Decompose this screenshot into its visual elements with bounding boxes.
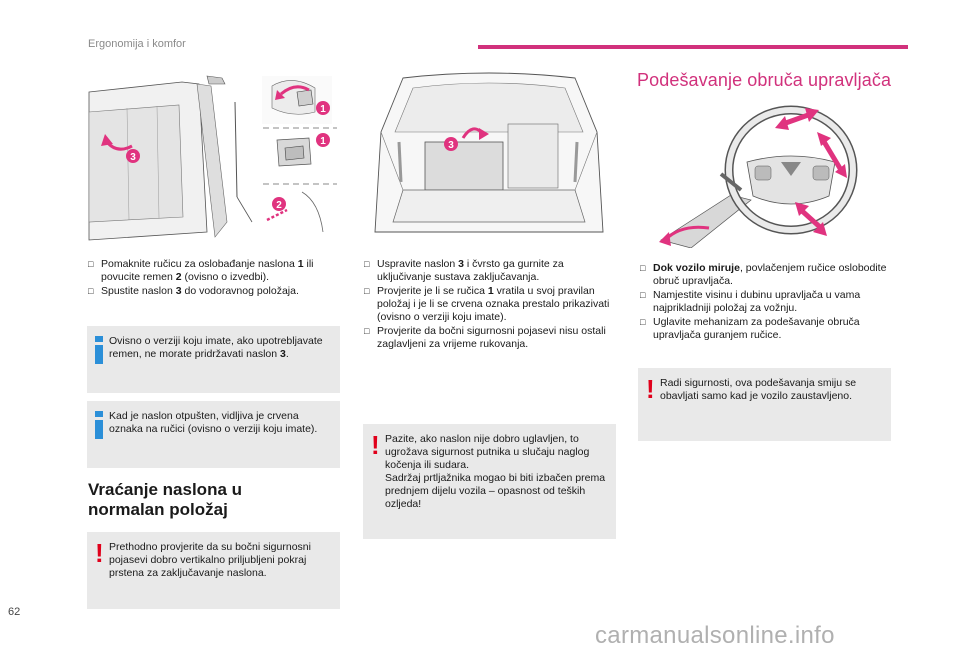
info-icon [95,336,103,364]
warning-box-2: ! Pazite, ako naslon nije dobro uglavlje… [363,424,616,539]
step-item: □Pomaknite ručicu za oslobađanje naslona… [88,258,314,283]
warning-icon: ! [646,374,655,404]
info-box-2: Kad je naslon otpušten, vidljiva je crve… [87,401,340,468]
warning-icon: ! [371,430,380,460]
header-title: Ergonomija i komfor [88,38,186,50]
step-item: □Dok vozilo miruje, povlačenjem ručice o… [640,262,887,287]
step-item: □Namjestite visinu i dubinu upravljača u… [640,289,861,314]
step-item: □Provjerite da bočni sigurnosni pojasevi… [364,325,606,350]
col1-steps: □Pomaknite ručicu za oslobađanje naslona… [88,258,338,299]
callout-1b: 1 [320,136,326,147]
bullet-icon: □ [88,286,94,296]
trunk-illustration: 3 [363,72,615,247]
step-item: □Spustite naslon 3 do vodoravnog položaj… [88,285,299,297]
bullet-icon: □ [364,286,370,296]
page-number: 62 [8,606,21,618]
step-item: □Uglavite mehanizam za podešavanje obruč… [640,316,860,341]
callout-2: 2 [276,200,282,211]
bullet-icon: □ [364,326,370,336]
callout-3-trunk: 3 [448,140,454,151]
callout-3: 3 [130,152,136,163]
bullet-icon: □ [88,259,94,269]
bullet-icon: □ [640,317,646,327]
warning-icon: ! [95,538,104,568]
watermark: carmanualsonline.info [595,622,835,649]
info-icon [95,411,103,439]
warning-box-1: ! Prethodno provjerite da su bočni sigur… [87,532,340,609]
steering-section-title: Podešavanje obruča upravljača [637,70,892,90]
info-box-1: Ovisno o verziji koju imate, ako upotreb… [87,326,340,393]
header-accent-bar [478,45,908,49]
seat-illustration: 3 1 1 2 [87,72,339,247]
callout-1a: 1 [320,104,326,115]
bullet-icon: □ [364,259,370,269]
bullet-icon: □ [640,290,646,300]
step-item: □Uspravite naslon 3 i čvrsto ga gurnite … [364,258,564,283]
steering-wheel-illustration [651,100,865,248]
warning-box-3: ! Radi sigurnosti, ova podešavanja smiju… [638,368,891,441]
step-item: □Provjerite je li se ručica 1 vratila u … [364,285,610,323]
col2-steps: □Uspravite naslon 3 i čvrsto ga gurnite … [364,258,614,352]
col3-steps: □Dok vozilo miruje, povlačenjem ručice o… [640,262,888,343]
section-title: Vraćanje naslona u normalan položaj [88,480,243,519]
bullet-icon: □ [640,263,646,273]
